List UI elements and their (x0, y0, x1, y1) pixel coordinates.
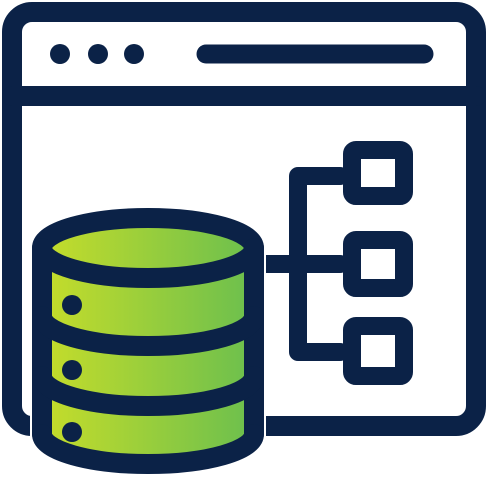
tree-node-box-icon (343, 317, 413, 385)
window-dot-icon (50, 44, 70, 64)
database-bottom-rim (32, 424, 264, 474)
database-divider (32, 366, 264, 416)
window-dots (50, 44, 144, 64)
database-top (42, 218, 254, 278)
window-dot-icon (124, 44, 144, 64)
database-icon (30, 208, 266, 474)
database-divider (32, 306, 264, 356)
hierarchy-tree-icon (253, 141, 413, 385)
tree-node-box-icon (343, 141, 413, 205)
database-indicator-dot (62, 295, 82, 315)
tree-node-box-icon (343, 231, 413, 297)
database-indicator-dot (62, 422, 82, 442)
database-indicator-dot (62, 360, 82, 380)
window-dot-icon (88, 44, 108, 64)
